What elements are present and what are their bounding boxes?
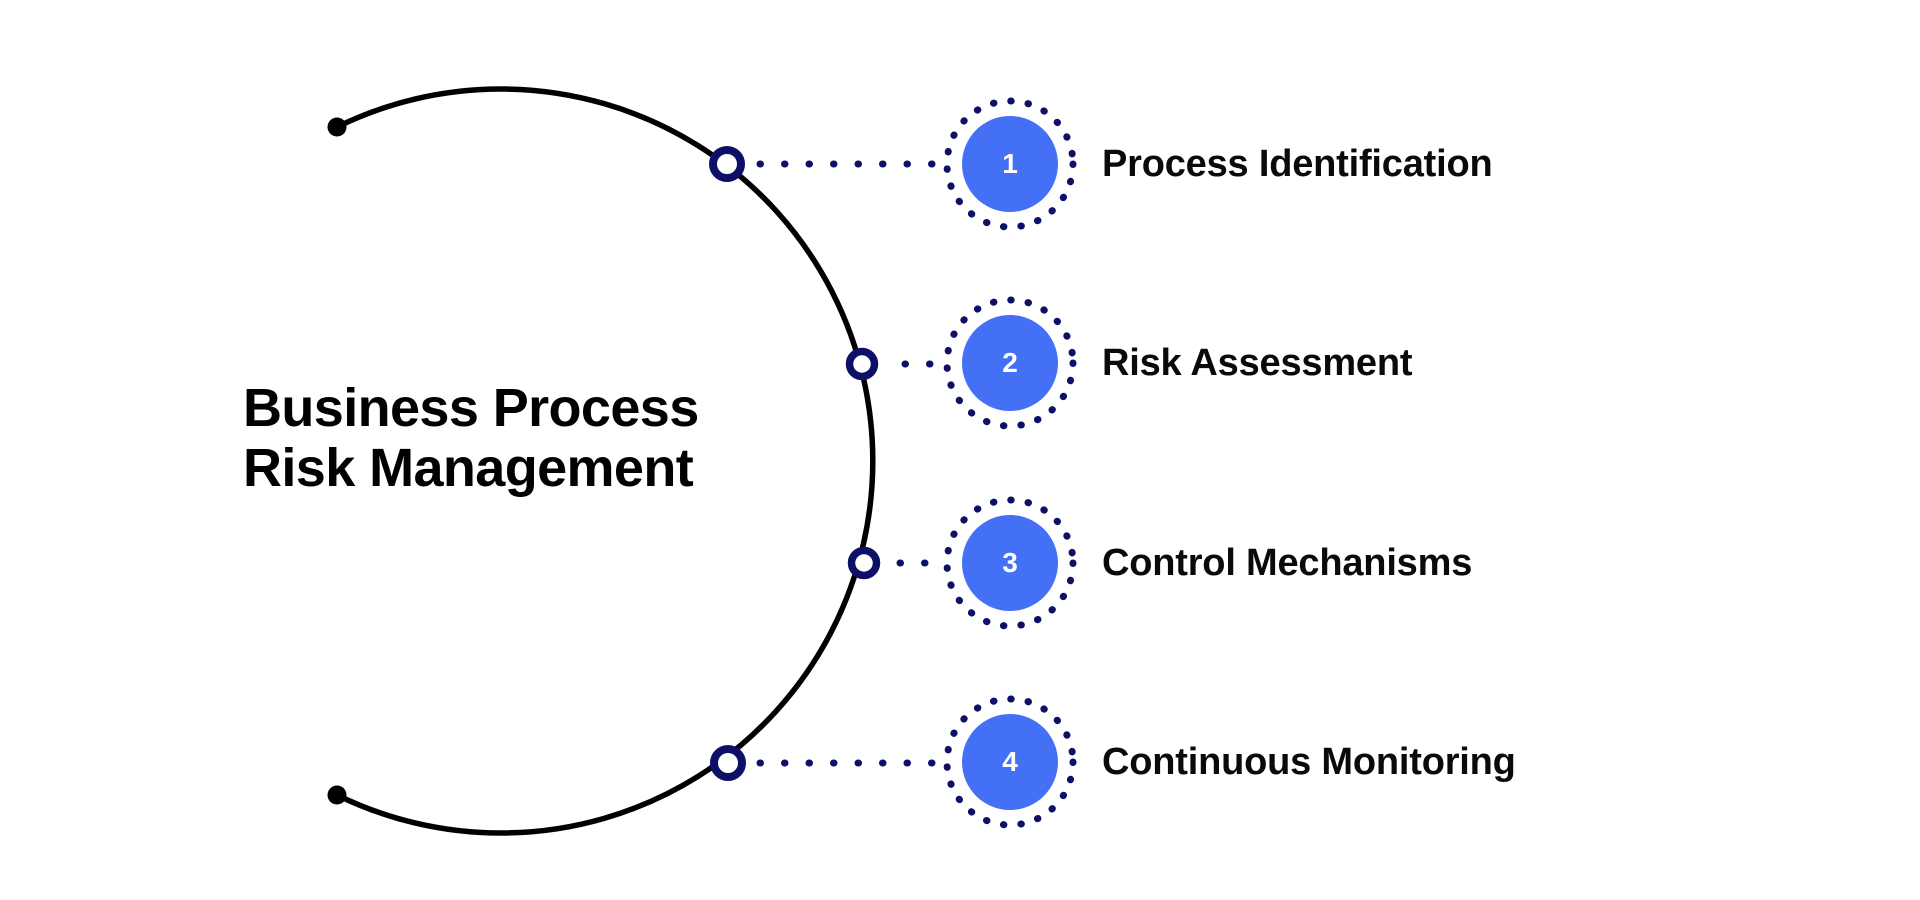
- step-row-2[interactable]: 2 Risk Assessment: [930, 283, 1890, 443]
- step-badge-3[interactable]: 3: [930, 483, 1090, 643]
- arc-endpoint-dot-top: [327, 117, 347, 137]
- dotted-ring-icon: [943, 97, 1077, 231]
- step-row-4[interactable]: 4 Continuous Monitoring: [930, 682, 1890, 842]
- dotted-ring-icon: [943, 496, 1077, 630]
- dotted-ring-icon: [943, 695, 1077, 829]
- step-label-2: Risk Assessment: [1102, 341, 1413, 384]
- step-number-3: 3: [962, 515, 1058, 611]
- step-label-3: Control Mechanisms: [1102, 541, 1473, 584]
- arc-endpoint-dot-bottom: [327, 785, 347, 805]
- step-row-1[interactable]: 1 Process Identification: [930, 84, 1890, 244]
- step-badge-1[interactable]: 1: [930, 84, 1090, 244]
- diagram-title: Business Process Risk Management: [243, 378, 699, 499]
- step-badge-4[interactable]: 4: [930, 682, 1090, 842]
- step-number-4: 4: [962, 714, 1058, 810]
- step-label-1: Process Identification: [1102, 142, 1493, 185]
- step-label-4: Continuous Monitoring: [1102, 740, 1516, 783]
- step-number-2: 2: [962, 315, 1058, 411]
- arc-node-marker-2[interactable]: [845, 347, 879, 381]
- arc-node-marker-1[interactable]: [709, 146, 745, 182]
- arc-node-marker-3[interactable]: [847, 546, 881, 580]
- step-badge-2[interactable]: 2: [930, 283, 1090, 443]
- step-number-1: 1: [962, 116, 1058, 212]
- step-row-3[interactable]: 3 Control Mechanisms: [930, 483, 1890, 643]
- arc-node-marker-4[interactable]: [710, 745, 746, 781]
- dotted-ring-icon: [943, 296, 1077, 430]
